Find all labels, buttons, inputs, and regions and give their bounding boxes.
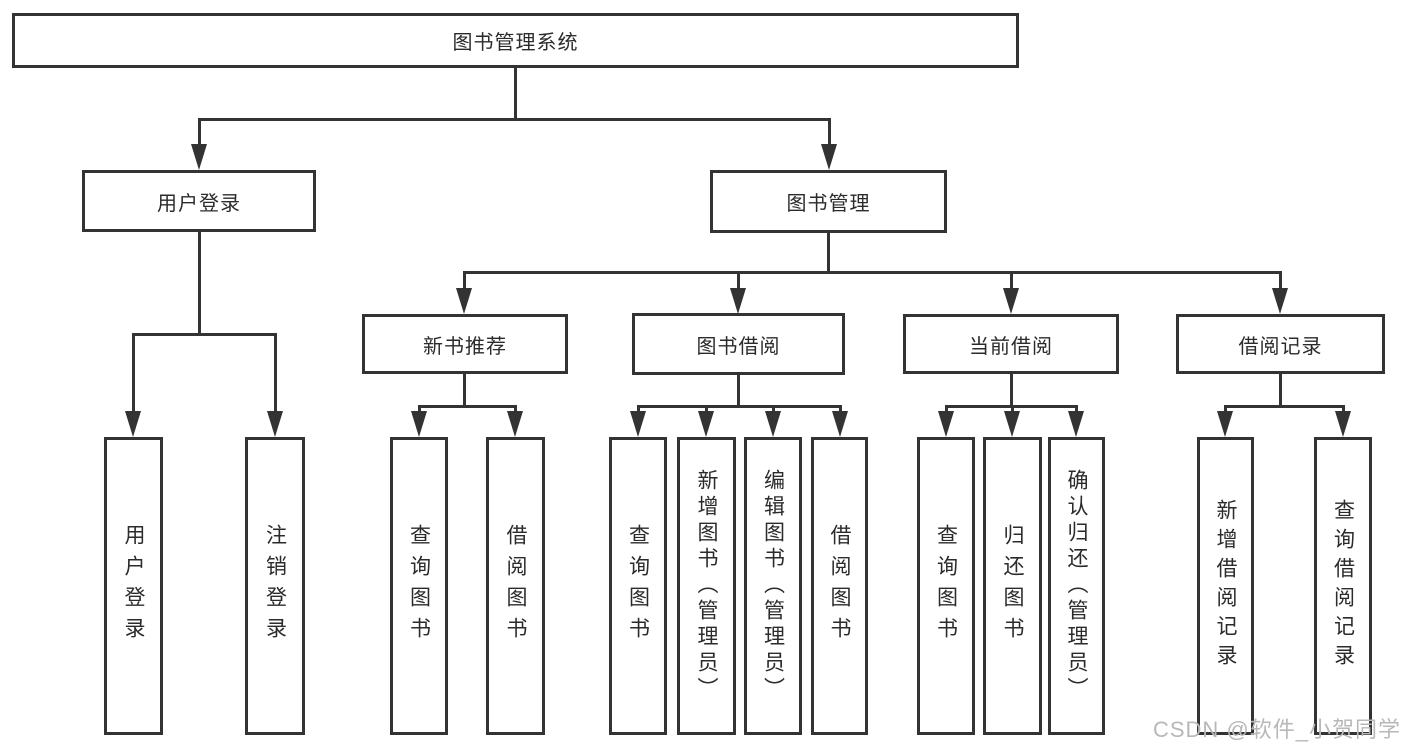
arrow-down-icon: [832, 411, 848, 437]
connector-drop: [637, 405, 640, 415]
node-borrow-records: 借阅记录: [1176, 314, 1385, 374]
node-label: 确认归还（管理员）: [1065, 469, 1088, 703]
node-leaf-borrow-book-2: 借阅图书: [811, 437, 868, 735]
node-label: 查询借阅记录: [1331, 499, 1355, 673]
arrow-down-icon: [1335, 411, 1351, 437]
node-label: 新书推荐: [423, 335, 507, 358]
connector-drop: [839, 405, 842, 415]
node-leaf-add-borrow-record: 新增借阅记录: [1197, 437, 1254, 735]
connector-stem-borrow-records: [1279, 374, 1282, 408]
connector-drop-borrow-records: [1279, 271, 1282, 291]
connector-bar-book-management: [463, 271, 1281, 274]
node-leaf-query-borrow-record: 查询借阅记录: [1314, 437, 1372, 735]
node-user-login: 用户登录: [82, 170, 316, 232]
arrow-down-icon: [765, 411, 781, 437]
arrow-down-icon: [1004, 411, 1020, 437]
node-leaf-confirm-return-admin: 确认归还（管理员）: [1048, 437, 1105, 735]
connector-drop: [945, 405, 948, 415]
connector-drop-book-management: [828, 118, 831, 150]
arrow-down-icon: [1003, 288, 1019, 314]
connector-stem-root: [514, 68, 517, 121]
node-label: 新增借阅记录: [1214, 499, 1237, 673]
node-book-borrow: 图书借阅: [632, 313, 845, 375]
connector-drop: [705, 405, 708, 415]
node-leaf-query-book-1: 查询图书: [390, 437, 448, 735]
node-label: 注销登录: [263, 524, 287, 648]
connector-drop: [418, 405, 421, 415]
connector-drop-book-borrow: [737, 271, 740, 291]
arrow-down-icon: [267, 411, 283, 437]
connector-stem-book-borrow: [737, 375, 740, 408]
node-label: 编辑图书（管理员）: [761, 469, 785, 703]
node-leaf-add-book-admin: 新增图书（管理员）: [677, 437, 736, 735]
connector-drop: [1224, 405, 1227, 415]
connector-drop: [514, 405, 517, 415]
connector-drop: [1075, 405, 1078, 415]
node-label: 用户登录: [157, 192, 241, 215]
node-label: 借阅记录: [1238, 335, 1323, 358]
connector-stem-new-book: [463, 374, 466, 408]
connector-drop-leaf-logout: [274, 333, 277, 415]
connector-stem-book-management: [827, 233, 830, 274]
connector-drop-new-book: [463, 271, 466, 291]
node-label: 查询图书: [626, 524, 650, 648]
node-label: 归还图书: [1001, 524, 1024, 648]
csdn-watermark: CSDN @软件_小贺同学: [1152, 717, 1401, 742]
node-book-management: 图书管理: [710, 170, 947, 233]
node-label: 新增图书（管理员）: [695, 469, 718, 703]
node-label: 当前借阅: [969, 335, 1053, 358]
node-label: 用户登录: [122, 524, 145, 648]
arrow-down-icon: [821, 144, 837, 170]
connector-drop: [772, 405, 775, 415]
node-label: 图书借阅: [696, 335, 781, 358]
connector-drop-leaf-user-login: [132, 333, 135, 415]
arrow-down-icon: [1068, 411, 1084, 437]
arrow-down-icon: [411, 411, 427, 437]
connector-drop: [1342, 405, 1345, 415]
node-new-book-recommend: 新书推荐: [362, 314, 568, 374]
node-current-borrow: 当前借阅: [903, 314, 1119, 374]
arrow-down-icon: [730, 288, 746, 314]
connector-bar-root: [198, 118, 831, 121]
connector-drop-user-login: [198, 118, 201, 150]
arrow-down-icon: [507, 411, 523, 437]
connector-bar-book-borrow: [637, 405, 842, 408]
node-label: 图书管理: [786, 193, 871, 215]
arrow-down-icon: [456, 288, 472, 314]
arrow-down-icon: [630, 411, 646, 437]
connector-stem-user-login: [198, 232, 201, 336]
connector-bar-new-book: [418, 405, 517, 408]
node-label: 查询图书: [934, 524, 958, 648]
node-leaf-user-login: 用户登录: [104, 437, 163, 735]
node-leaf-logout: 注销登录: [245, 437, 305, 735]
node-leaf-return-book: 归还图书: [983, 437, 1042, 735]
node-label: 查询图书: [407, 524, 431, 648]
connector-bar-borrow-records: [1224, 405, 1345, 408]
node-library-system: 图书管理系统: [12, 13, 1019, 68]
connector-stem-current-borrow: [1010, 374, 1013, 408]
arrow-down-icon: [1272, 288, 1288, 314]
node-label: 借阅图书: [828, 524, 851, 648]
connector-drop: [1011, 405, 1014, 415]
connector-bar-user-login: [132, 333, 277, 336]
node-leaf-borrow-book-1: 借阅图书: [486, 437, 545, 735]
arrow-down-icon: [125, 411, 141, 437]
node-label: 借阅图书: [504, 524, 527, 648]
arrow-down-icon: [698, 411, 714, 437]
arrow-down-icon: [191, 144, 207, 170]
node-leaf-query-book-3: 查询图书: [917, 437, 975, 735]
node-label: 图书管理系统: [452, 32, 579, 54]
arrow-down-icon: [938, 411, 954, 437]
node-leaf-query-book-2: 查询图书: [609, 437, 667, 735]
connector-drop-current-borrow: [1010, 271, 1013, 291]
node-leaf-edit-book-admin: 编辑图书（管理员）: [744, 437, 802, 735]
arrow-down-icon: [1217, 411, 1233, 437]
